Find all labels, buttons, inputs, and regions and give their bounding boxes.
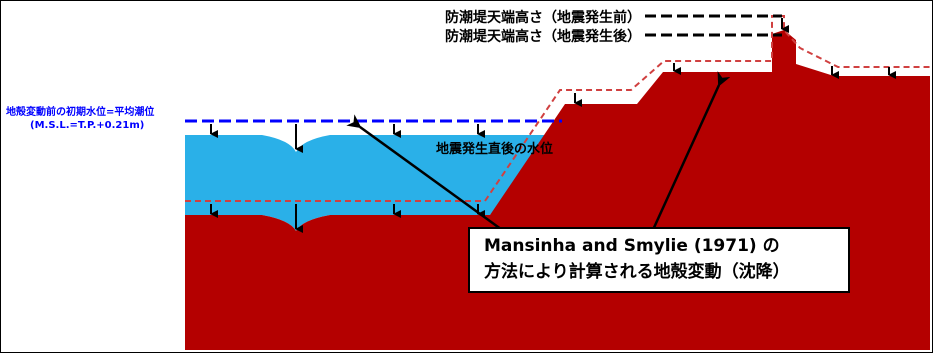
callout-pointer-ground xyxy=(650,71,731,233)
callout-box: Mansinha and Smylie (1971) の 方法により計算される地… xyxy=(468,227,850,293)
pre-quake-ground-line xyxy=(185,15,930,202)
label-crest-before: 防潮堤天端高さ（地震発生前） xyxy=(445,9,641,26)
subsidence-arrows xyxy=(210,18,896,233)
label-crest-after: 防潮堤天端高さ（地震発生後） xyxy=(445,28,641,45)
callout-line-1: Mansinha and Smylie (1971) の xyxy=(484,236,780,256)
label-post-quake-water-level: 地震発生直後の水位 xyxy=(436,141,553,157)
callout-pointer-water xyxy=(346,114,506,234)
label-initial-water-level: 地殻変動前の初期水位=平均潮位 xyxy=(6,105,154,118)
callout-line-2: 方法により計算される地殻変動（沈降） xyxy=(484,262,790,282)
water-body xyxy=(185,135,560,231)
label-msl: (M.S.L.=T.P.+0.21m) xyxy=(30,120,144,131)
